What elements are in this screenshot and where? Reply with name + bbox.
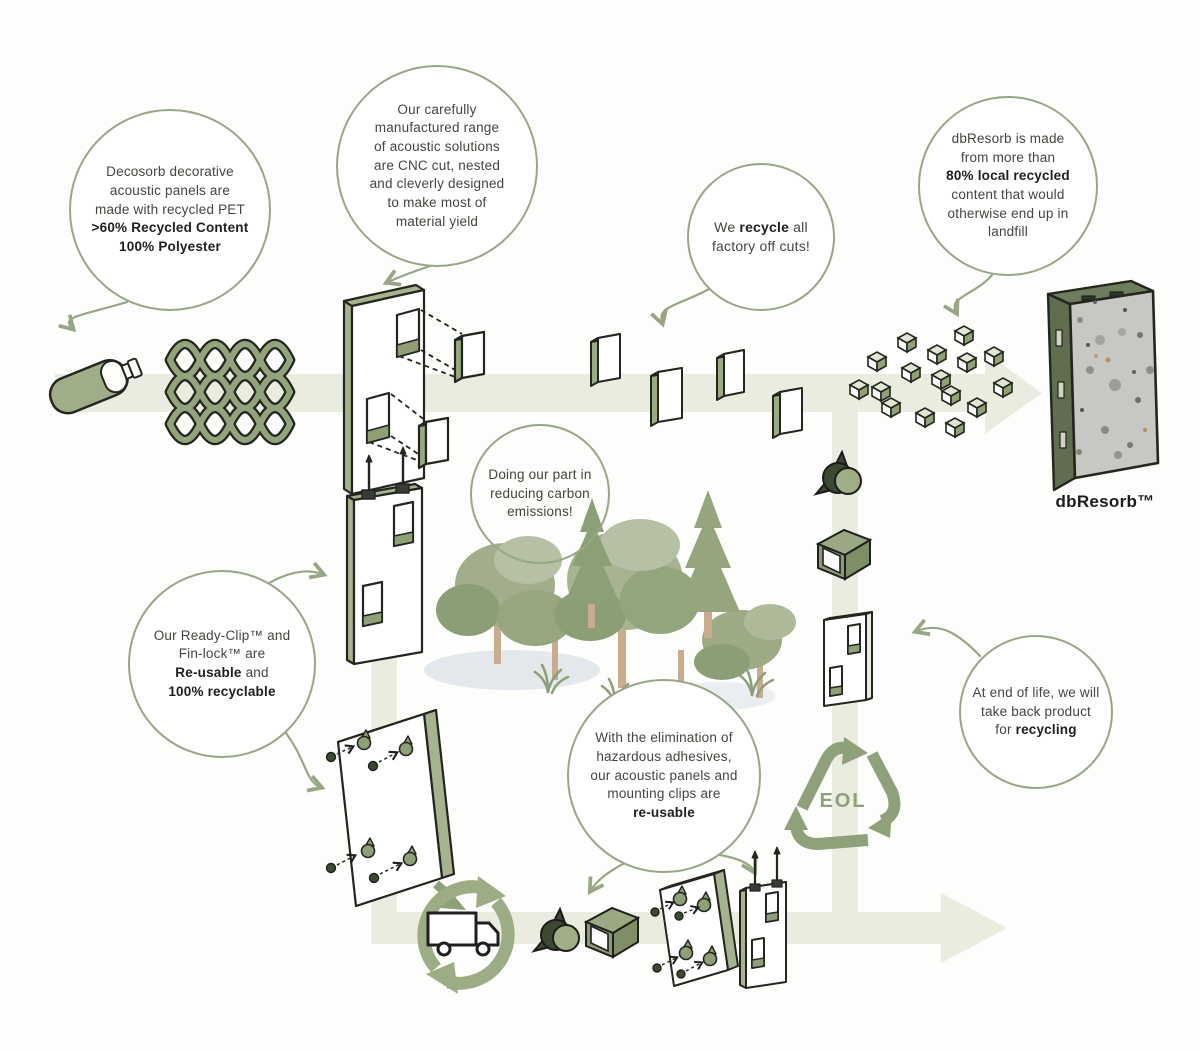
- pet-mesh-icon: [164, 338, 296, 446]
- cnc-panel-illustration: [342, 283, 486, 496]
- connector-reusable-right: [718, 853, 758, 877]
- connector-content-to-granulate: [943, 273, 994, 318]
- connector-reusable-left: [587, 862, 625, 895]
- bottle-icon: [48, 357, 143, 415]
- clips-panel-small: [650, 869, 739, 987]
- hanging-panel-illustration: [345, 446, 424, 666]
- hanging-panel-small: [739, 846, 787, 989]
- pine-tree: [676, 490, 740, 638]
- speckle-texture: [1076, 300, 1154, 459]
- clip-attach-arrows: [336, 744, 404, 875]
- eol-label: EOL: [819, 790, 866, 812]
- connector-pet-to-bottle: [58, 300, 129, 333]
- connector-takeback: [911, 618, 982, 658]
- connector-clips-down: [284, 731, 326, 793]
- slot-panel-illustration: [823, 611, 873, 707]
- connector-cnc-to-panel: [382, 264, 432, 287]
- eol-recycle-icon: EOL: [784, 737, 901, 851]
- flow-arrowhead-main: [985, 352, 1042, 434]
- connector-clips-up: [267, 561, 328, 585]
- panel-side-slots: [1055, 291, 1124, 449]
- offcut-blocks: [590, 333, 803, 439]
- flow-arrowhead-bottom: [941, 893, 1007, 963]
- connector-offcuts-to-flow: [650, 287, 711, 328]
- extracted-block: [417, 416, 450, 470]
- product-label: dbResorb™: [1055, 492, 1155, 511]
- truck-recycle-icon: [417, 876, 515, 994]
- extracted-block: [453, 330, 486, 384]
- bubble-connectors: [58, 264, 994, 895]
- pine-tree: [564, 498, 620, 628]
- clips-panel-illustration: [325, 708, 466, 910]
- dbresorb-panel-illustration: [1046, 279, 1160, 492]
- clip-pins: [325, 751, 380, 884]
- truck-icon: [426, 911, 500, 957]
- fin-lock-icon: [817, 529, 871, 580]
